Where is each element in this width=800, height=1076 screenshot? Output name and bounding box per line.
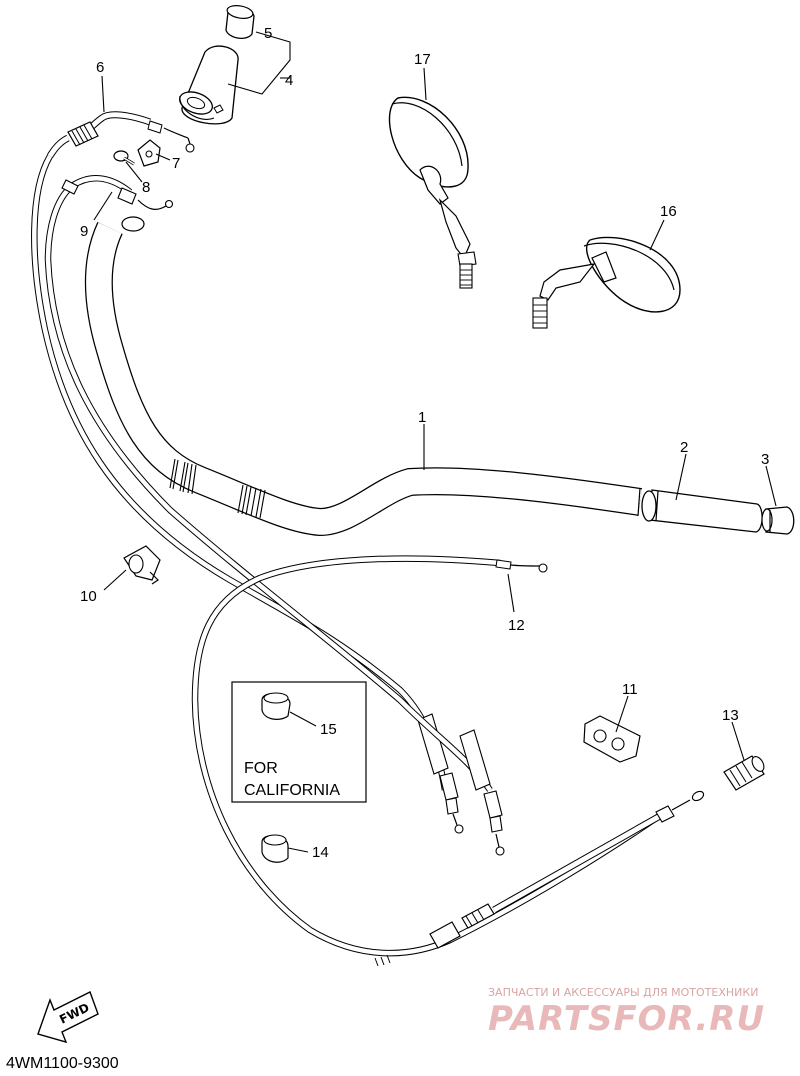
handlebar[interactable] — [84, 216, 643, 536]
watermark-brand: PARTSFOR.RU — [488, 999, 765, 1039]
callout-6: 6 — [96, 59, 104, 76]
watermark-tagline: ЗАПЧАСТИ И АКСЕССУАРЫ ДЛЯ МОТОТЕХНИКИ — [488, 986, 758, 999]
cable-adjuster[interactable] — [723, 755, 766, 791]
callout-1: 1 — [418, 409, 426, 426]
callout-10: 10 — [80, 588, 97, 605]
callout-15: 15 — [320, 721, 337, 738]
cable-clip-15[interactable] — [261, 692, 291, 720]
cable-clamp[interactable] — [583, 715, 641, 763]
callout-7: 7 — [172, 155, 180, 172]
callout-13: 13 — [722, 707, 739, 724]
callout-2: 2 — [680, 439, 688, 456]
callout-17: 17 — [414, 51, 431, 68]
california-line1: FOR — [244, 760, 278, 777]
callout-5: 5 — [264, 25, 272, 42]
callout-9: 9 — [80, 223, 88, 240]
callout-3: 3 — [761, 451, 769, 468]
left-grip[interactable] — [641, 489, 763, 533]
callout-11: 11 — [622, 681, 638, 698]
callout-14: 14 — [312, 844, 329, 861]
fwd-arrow: FWD — [37, 991, 99, 1044]
leader-lines — [93, 31, 777, 853]
mounting-bolt[interactable] — [113, 150, 135, 166]
callout-4: 4 — [285, 72, 293, 89]
throttle-cable[interactable] — [31, 111, 464, 834]
cable-clip-14[interactable] — [261, 834, 289, 863]
callout-numbers: 1 2 3 4 5 6 7 8 9 10 11 12 13 14 15 16 1… — [80, 25, 769, 861]
mirror-right[interactable] — [532, 236, 681, 329]
throttle-collar[interactable] — [225, 4, 255, 40]
cable-holder-10[interactable] — [123, 545, 161, 585]
mirror-left[interactable] — [388, 96, 477, 289]
callout-8: 8 — [142, 179, 150, 196]
california-line2: CALIFORNIA — [244, 782, 340, 799]
diagram-code: 4WM1100-9300 — [6, 1055, 119, 1072]
cable-bracket[interactable] — [137, 139, 161, 167]
california-box: FOR CALIFORNIA — [231, 681, 367, 803]
callout-16: 16 — [660, 203, 677, 220]
throttle-grip[interactable] — [177, 45, 239, 125]
bar-end-weight[interactable] — [761, 506, 795, 535]
clutch-cable[interactable] — [191, 555, 705, 967]
watermark: ЗАПЧАСТИ И АКСЕССУАРЫ ДЛЯ МОТОТЕХНИКИ PA… — [488, 986, 765, 1039]
return-cable[interactable] — [44, 175, 505, 856]
callout-12: 12 — [508, 617, 525, 634]
